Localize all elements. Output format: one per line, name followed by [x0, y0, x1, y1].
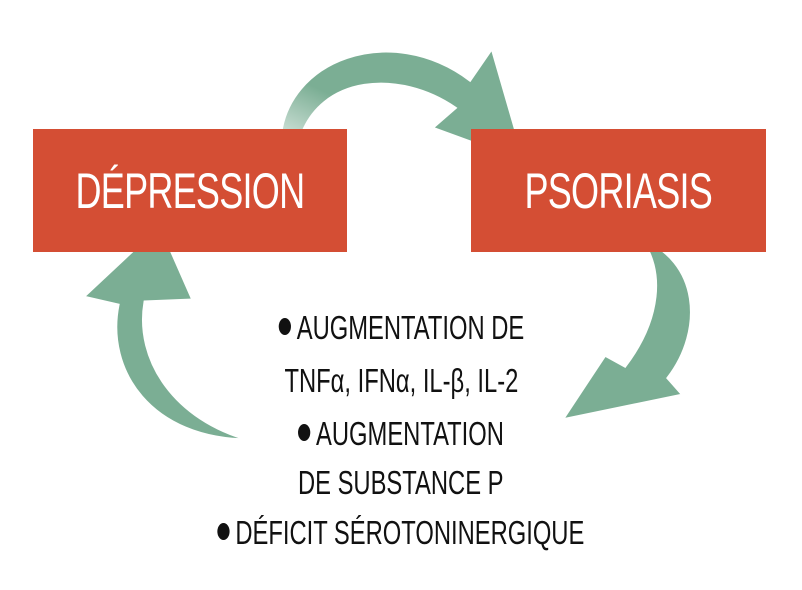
arrow-center-to-depression — [79, 222, 251, 442]
psoriasis-box: PSORIASIS — [471, 129, 766, 252]
depression-box: DÉPRESSION — [33, 129, 347, 252]
bullet-icon — [278, 318, 291, 335]
depression-label: DÉPRESSION — [75, 162, 306, 219]
bullet-icon — [217, 523, 230, 540]
bullet-icon — [298, 424, 311, 441]
bullet-2-line-2: DE SUBSTANCE P — [298, 464, 504, 501]
bullet-3-line-1: DÉFICIT SÉROTONINERGIQUE — [0, 514, 802, 552]
bullet-1-line-2: TNFα, IFNα, IL-β, IL-2 — [284, 362, 518, 399]
bullet-1-line-1: AUGMENTATION DE — [0, 309, 802, 347]
psoriasis-label: PSORIASIS — [524, 162, 713, 219]
arrow-psoriasis-to-center — [558, 234, 693, 423]
bullet-2-line-1: AUGMENTATION — [0, 415, 802, 453]
arrow-depression-to-psoriasis — [278, 44, 528, 165]
